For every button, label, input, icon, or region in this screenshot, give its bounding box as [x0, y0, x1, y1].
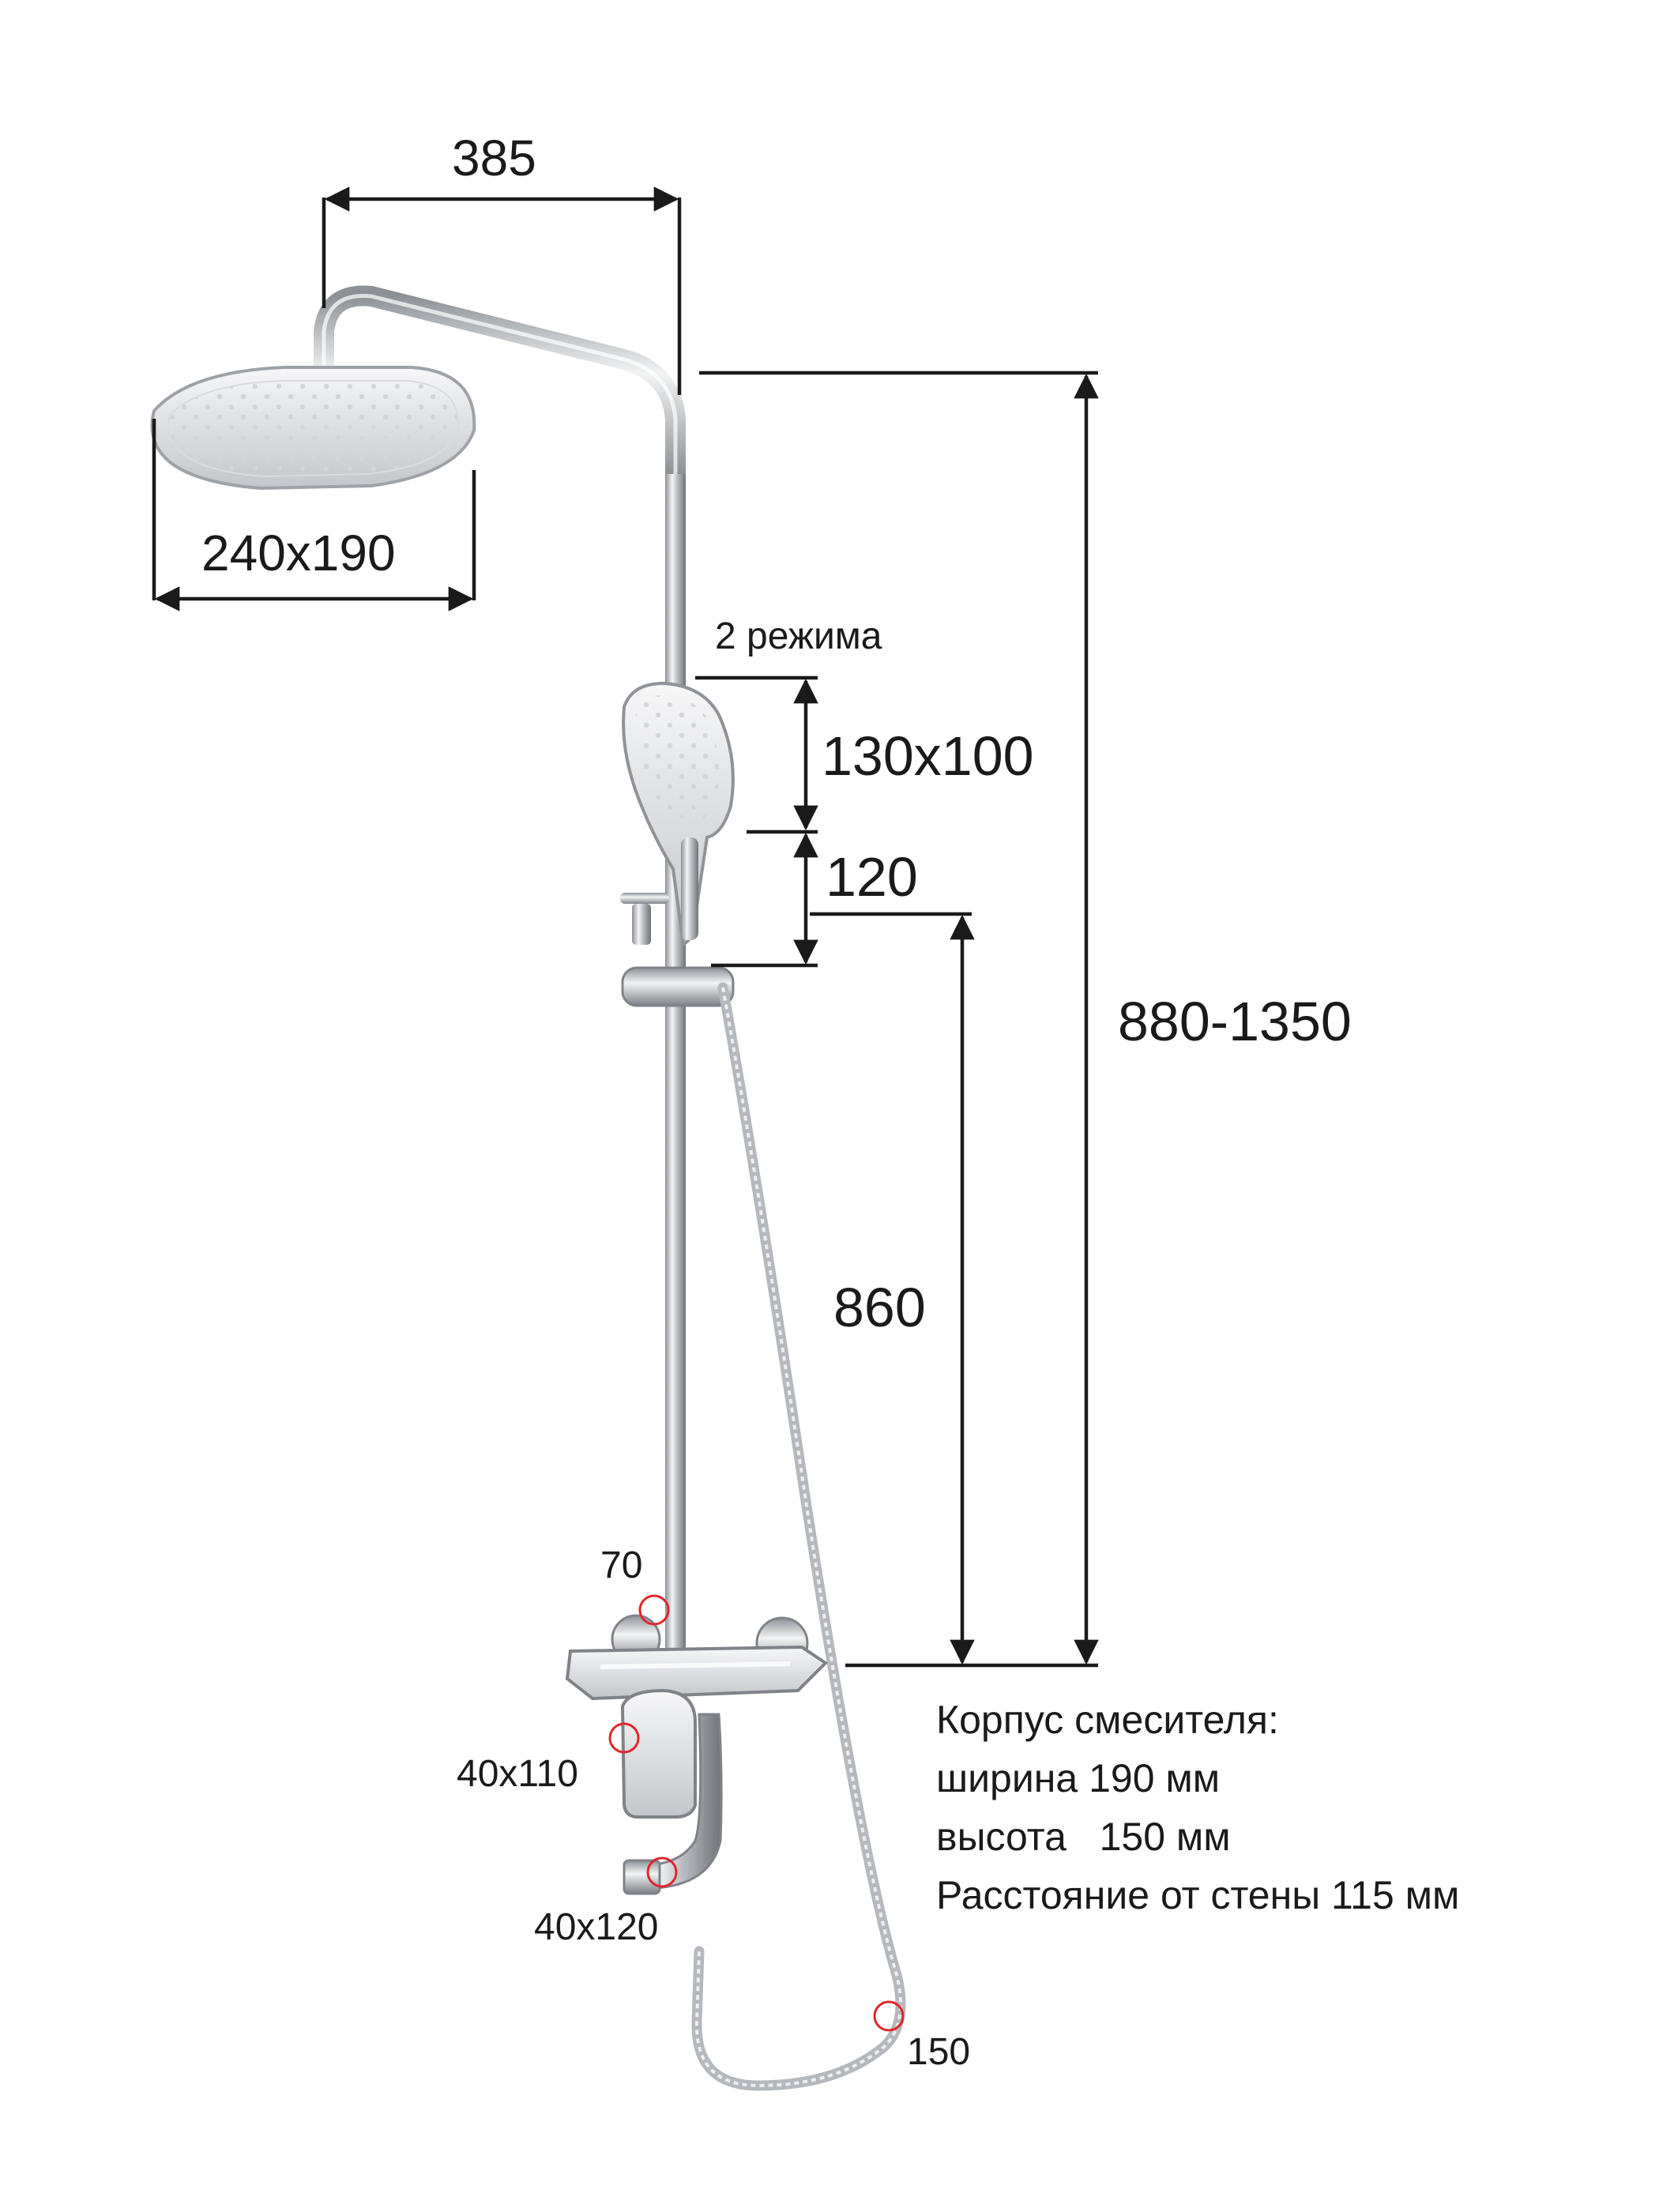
lever-size-label: 40x110 — [457, 1753, 578, 1795]
lever-marker — [608, 1722, 640, 1754]
head-size-label: 240x190 — [201, 525, 396, 581]
shower-riser-pipe — [665, 474, 686, 1675]
knob-size-label: 70 — [600, 1544, 643, 1586]
arm-length-label: 385 — [452, 130, 536, 186]
bath-spout — [623, 1713, 723, 1895]
mixer-lever — [620, 1688, 697, 1819]
holder-height-label: 860 — [833, 1277, 926, 1338]
notes-title: Корпус смесителя: — [936, 1698, 1279, 1742]
hand-gap-label: 120 — [826, 846, 918, 908]
knob-marker — [638, 1594, 670, 1626]
sliding-holder — [621, 966, 735, 1007]
hand-modes-label: 2 режима — [715, 615, 882, 657]
hose-size-label: 150 — [907, 2031, 971, 2073]
notes-wall-distance: Расстояние от стены 115 мм — [936, 1873, 1460, 1917]
mixer-body-notes: Корпус смесителя: ширина 190 мм высота 1… — [936, 1691, 1459, 1924]
height-range-label: 880-1350 — [1118, 991, 1352, 1052]
mixer-body — [565, 1614, 829, 1701]
hose-marker — [873, 2000, 905, 2032]
hand-shower — [622, 681, 735, 946]
notes-width: ширина 190 мм — [936, 1756, 1221, 1800]
shower-hose — [691, 982, 906, 2091]
measurement-markers — [608, 1594, 905, 2032]
spout-size-label: 40x120 — [534, 1906, 659, 1948]
spout-marker — [646, 1856, 678, 1888]
dimension-lines — [152, 186, 1099, 1668]
overhead-arm — [314, 285, 686, 500]
hand-size-label: 130x100 — [822, 725, 1034, 787]
notes-height: высота 150 мм — [936, 1815, 1231, 1859]
rain-shower-head — [150, 366, 476, 491]
diverter-knob — [620, 893, 669, 945]
